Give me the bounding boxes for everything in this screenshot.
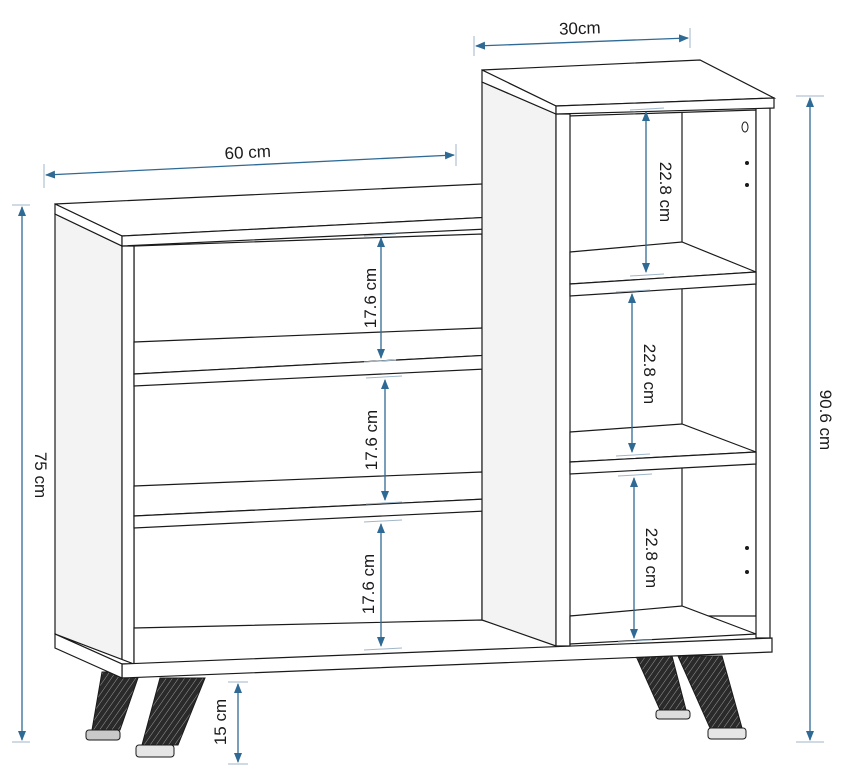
leg-front-right	[677, 655, 747, 740]
leg-back-right	[635, 655, 691, 720]
leg-front-middle	[135, 677, 206, 758]
leg-front-left	[85, 671, 141, 741]
dimension-left-shelf-2: 17.6 cm	[362, 375, 403, 505]
right-shelf-2-label: 22.8 cm	[640, 344, 659, 404]
dimension-right-shelf-3: 22.8 cm	[617, 473, 661, 643]
left-shelf-1-label: 17.6 cm	[361, 268, 380, 328]
right-shelf-unit	[481, 59, 777, 647]
dimension-right-shelf-1: 22.8 cm	[629, 107, 675, 277]
dimension-right-shelf-2: 22.8 cm	[615, 289, 659, 457]
dimension-leg-height: 15 cm	[211, 681, 248, 765]
left-width-label: 60 cm	[224, 142, 271, 163]
left-shelf-3-label: 17.6 cm	[359, 554, 378, 614]
dimension-total-height: 90.6 cm	[796, 95, 835, 743]
right-width-label: 30cm	[559, 18, 601, 38]
left-height-label: 75 cm	[31, 452, 50, 498]
total-height-label: 90.6 cm	[816, 390, 835, 450]
left-shelf-2-label: 17.6 cm	[362, 410, 381, 470]
dimension-left-shelf-3: 17.6 cm	[359, 519, 403, 651]
dimension-left-width: 60 cm	[43, 142, 457, 188]
right-shelf-3-label: 22.8 cm	[642, 528, 661, 588]
dimension-left-height: 75 cm	[12, 204, 50, 743]
right-shelf-1-label: 22.8 cm	[656, 162, 675, 222]
dimension-right-width: 30cm	[473, 18, 691, 56]
shelf-legs	[85, 655, 747, 758]
dimension-left-shelf-1: 17.6 cm	[361, 233, 397, 363]
left-shelf-unit	[54, 183, 773, 679]
leg-height-label: 15 cm	[211, 699, 230, 745]
